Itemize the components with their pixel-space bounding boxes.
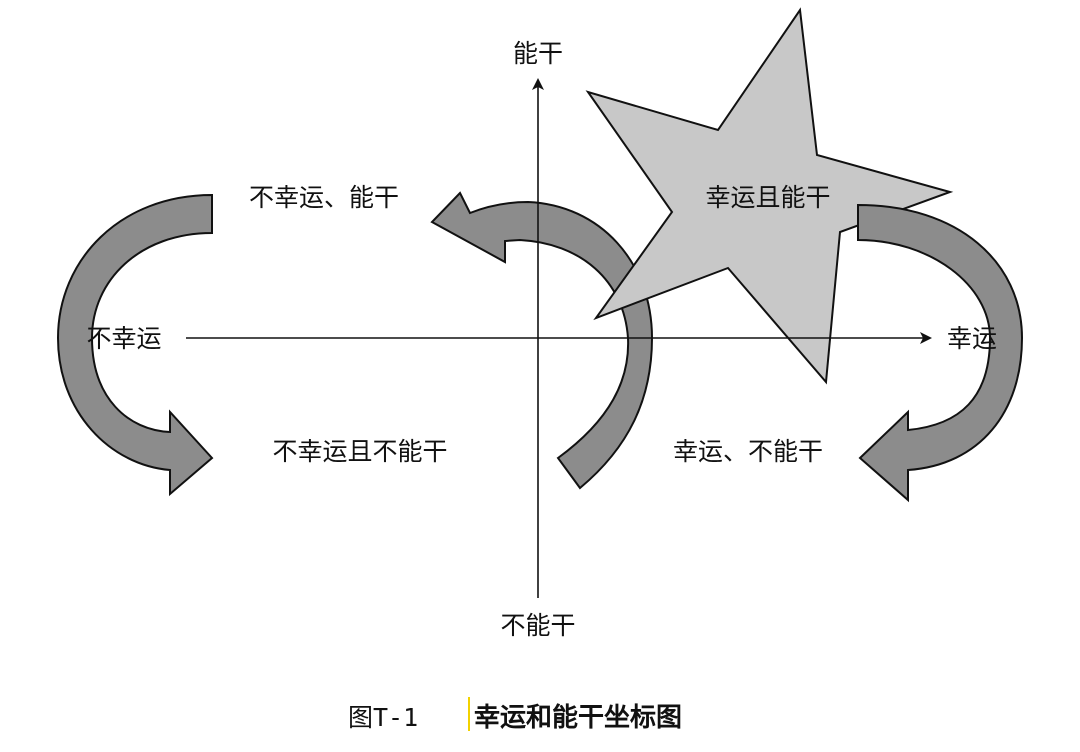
quadrant-bottom-right-label: 幸运、不能干 — [673, 437, 823, 466]
quadrant-top-right-label: 幸运且能干 — [705, 183, 830, 212]
quadrant-bottom-left-label: 不幸运且不能干 — [272, 437, 447, 466]
caption-marker — [468, 697, 470, 731]
x-axis-right-label: 幸运 — [947, 324, 997, 353]
curved-arrow-left — [56, 193, 214, 497]
x-axis-left-label: 不幸运 — [86, 324, 161, 353]
y-axis-bottom-label: 不能干 — [500, 611, 575, 640]
caption-number: 图T-1 — [348, 703, 418, 732]
quadrant-top-left-label: 不幸运、能干 — [249, 183, 399, 212]
caption-title: 幸运和能干坐标图 — [474, 702, 682, 733]
curved-arrow-center — [430, 191, 654, 490]
star-shape — [585, 7, 954, 385]
curved-arrow-right — [857, 203, 1024, 503]
y-axis-top-label: 能干 — [513, 39, 563, 68]
